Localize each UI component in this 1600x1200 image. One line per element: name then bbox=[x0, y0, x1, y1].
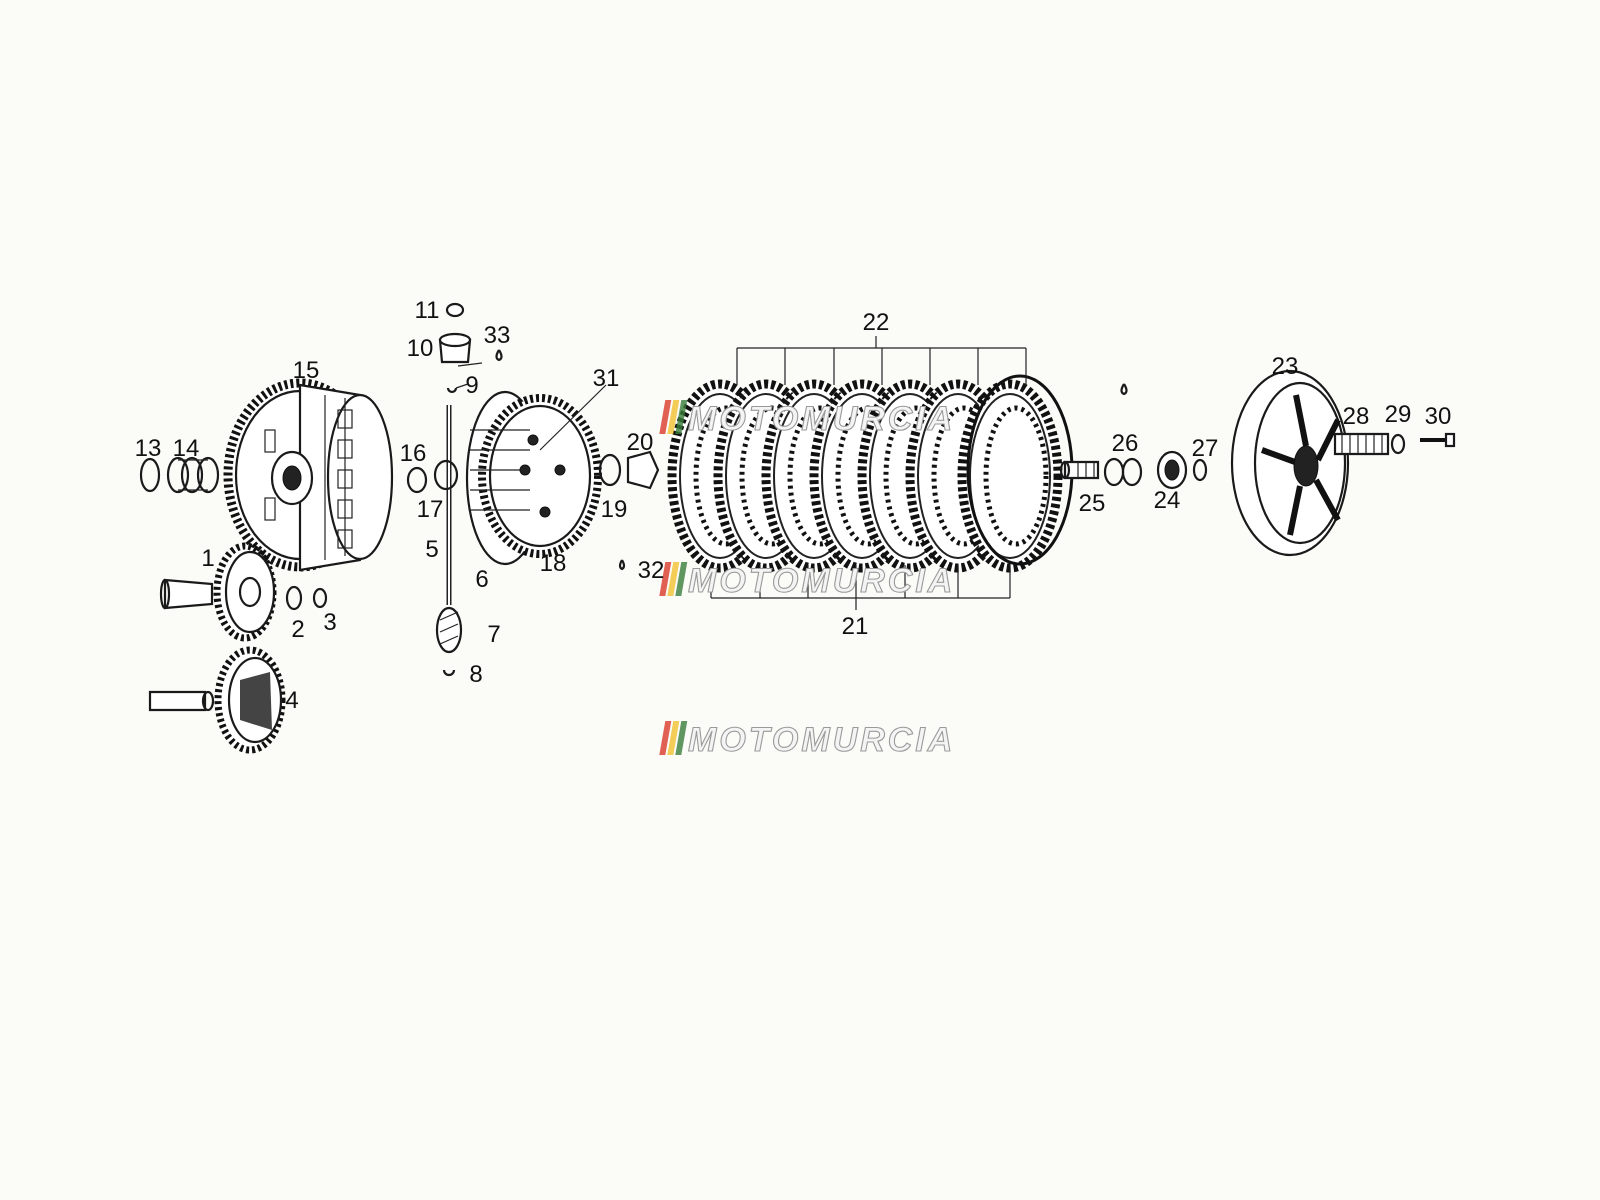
watermark-group: MOTOMURCIA MOTOMURCIA MOTOMURCIA bbox=[659, 399, 955, 760]
callout-16: 16 bbox=[400, 440, 427, 467]
clutch-plate-ring bbox=[969, 393, 1051, 559]
leader-lines bbox=[455, 362, 607, 451]
pump-shaft-drawing bbox=[406, 405, 463, 677]
callout-11: 11 bbox=[415, 297, 440, 324]
callout-9: 9 bbox=[465, 372, 478, 399]
watermark-stripe bbox=[675, 562, 688, 596]
clutch-plates-drawing bbox=[667, 374, 1074, 573]
watermark-stripe bbox=[667, 400, 680, 434]
callout-33: 33 bbox=[484, 322, 511, 349]
watermark-stripe bbox=[675, 400, 688, 434]
callout-6: 6 bbox=[475, 566, 488, 593]
callout-17: 17 bbox=[417, 496, 444, 523]
callout-15: 15 bbox=[293, 357, 320, 384]
callout-4: 4 bbox=[285, 687, 298, 714]
bevel-gear-drawing bbox=[148, 646, 286, 754]
callout-13: 13 bbox=[135, 435, 162, 462]
bracket-22 bbox=[736, 336, 1027, 385]
callout-29: 29 bbox=[1385, 401, 1412, 428]
callout-27: 27 bbox=[1192, 435, 1219, 462]
callout-25: 25 bbox=[1079, 490, 1106, 517]
watermark-stripe bbox=[659, 721, 672, 755]
callout-20: 20 bbox=[627, 429, 654, 456]
clutch-hub-drawing bbox=[465, 390, 660, 571]
callout-32: 32 bbox=[638, 557, 665, 584]
callout-18: 18 bbox=[540, 550, 567, 577]
callout-28: 28 bbox=[1343, 403, 1370, 430]
callout-24: 24 bbox=[1154, 487, 1181, 514]
bracket-21 bbox=[710, 565, 1011, 610]
callout-31: 31 bbox=[593, 365, 620, 392]
needle-bearing-drawing bbox=[139, 456, 220, 494]
callout-3: 3 bbox=[323, 609, 336, 636]
watermark-stripe bbox=[659, 562, 672, 596]
watermark-stripe bbox=[667, 562, 680, 596]
watermark-stripe bbox=[659, 400, 672, 434]
callout-26: 26 bbox=[1112, 430, 1139, 457]
callout-5: 5 bbox=[425, 536, 438, 563]
callout-8: 8 bbox=[469, 661, 482, 688]
watermark-stripe bbox=[675, 721, 688, 755]
clutch-plate-inner-teeth bbox=[983, 405, 1049, 547]
watermark-text: MOTOMURCIA bbox=[688, 400, 955, 438]
pushrod-drawing bbox=[1059, 383, 1208, 490]
watermark-stripe bbox=[667, 721, 680, 755]
spring-and-bolt-drawing bbox=[1333, 432, 1456, 456]
callout-14: 14 bbox=[173, 435, 200, 462]
callout-2: 2 bbox=[291, 616, 304, 643]
primary-gear-drawing bbox=[159, 542, 328, 642]
callout-19: 19 bbox=[601, 496, 628, 523]
watermark-text: MOTOMURCIA bbox=[688, 562, 955, 600]
watermark-text: MOTOMURCIA bbox=[688, 721, 955, 759]
oil-cap-drawing bbox=[438, 302, 503, 394]
callout-30: 30 bbox=[1425, 403, 1452, 430]
clutch-housing-drawing bbox=[223, 378, 394, 572]
callout-1: 1 bbox=[201, 545, 214, 572]
callout-23: 23 bbox=[1272, 353, 1299, 380]
callout-labels: 1 2 3 4 5 6 7 8 9 10 11 13 14 15 16 17 1… bbox=[135, 297, 1452, 714]
callout-22: 22 bbox=[863, 309, 890, 336]
callout-10: 10 bbox=[407, 335, 434, 362]
callout-7: 7 bbox=[487, 621, 500, 648]
callout-21: 21 bbox=[842, 613, 869, 640]
pressure-plate-drawing bbox=[1230, 369, 1350, 557]
